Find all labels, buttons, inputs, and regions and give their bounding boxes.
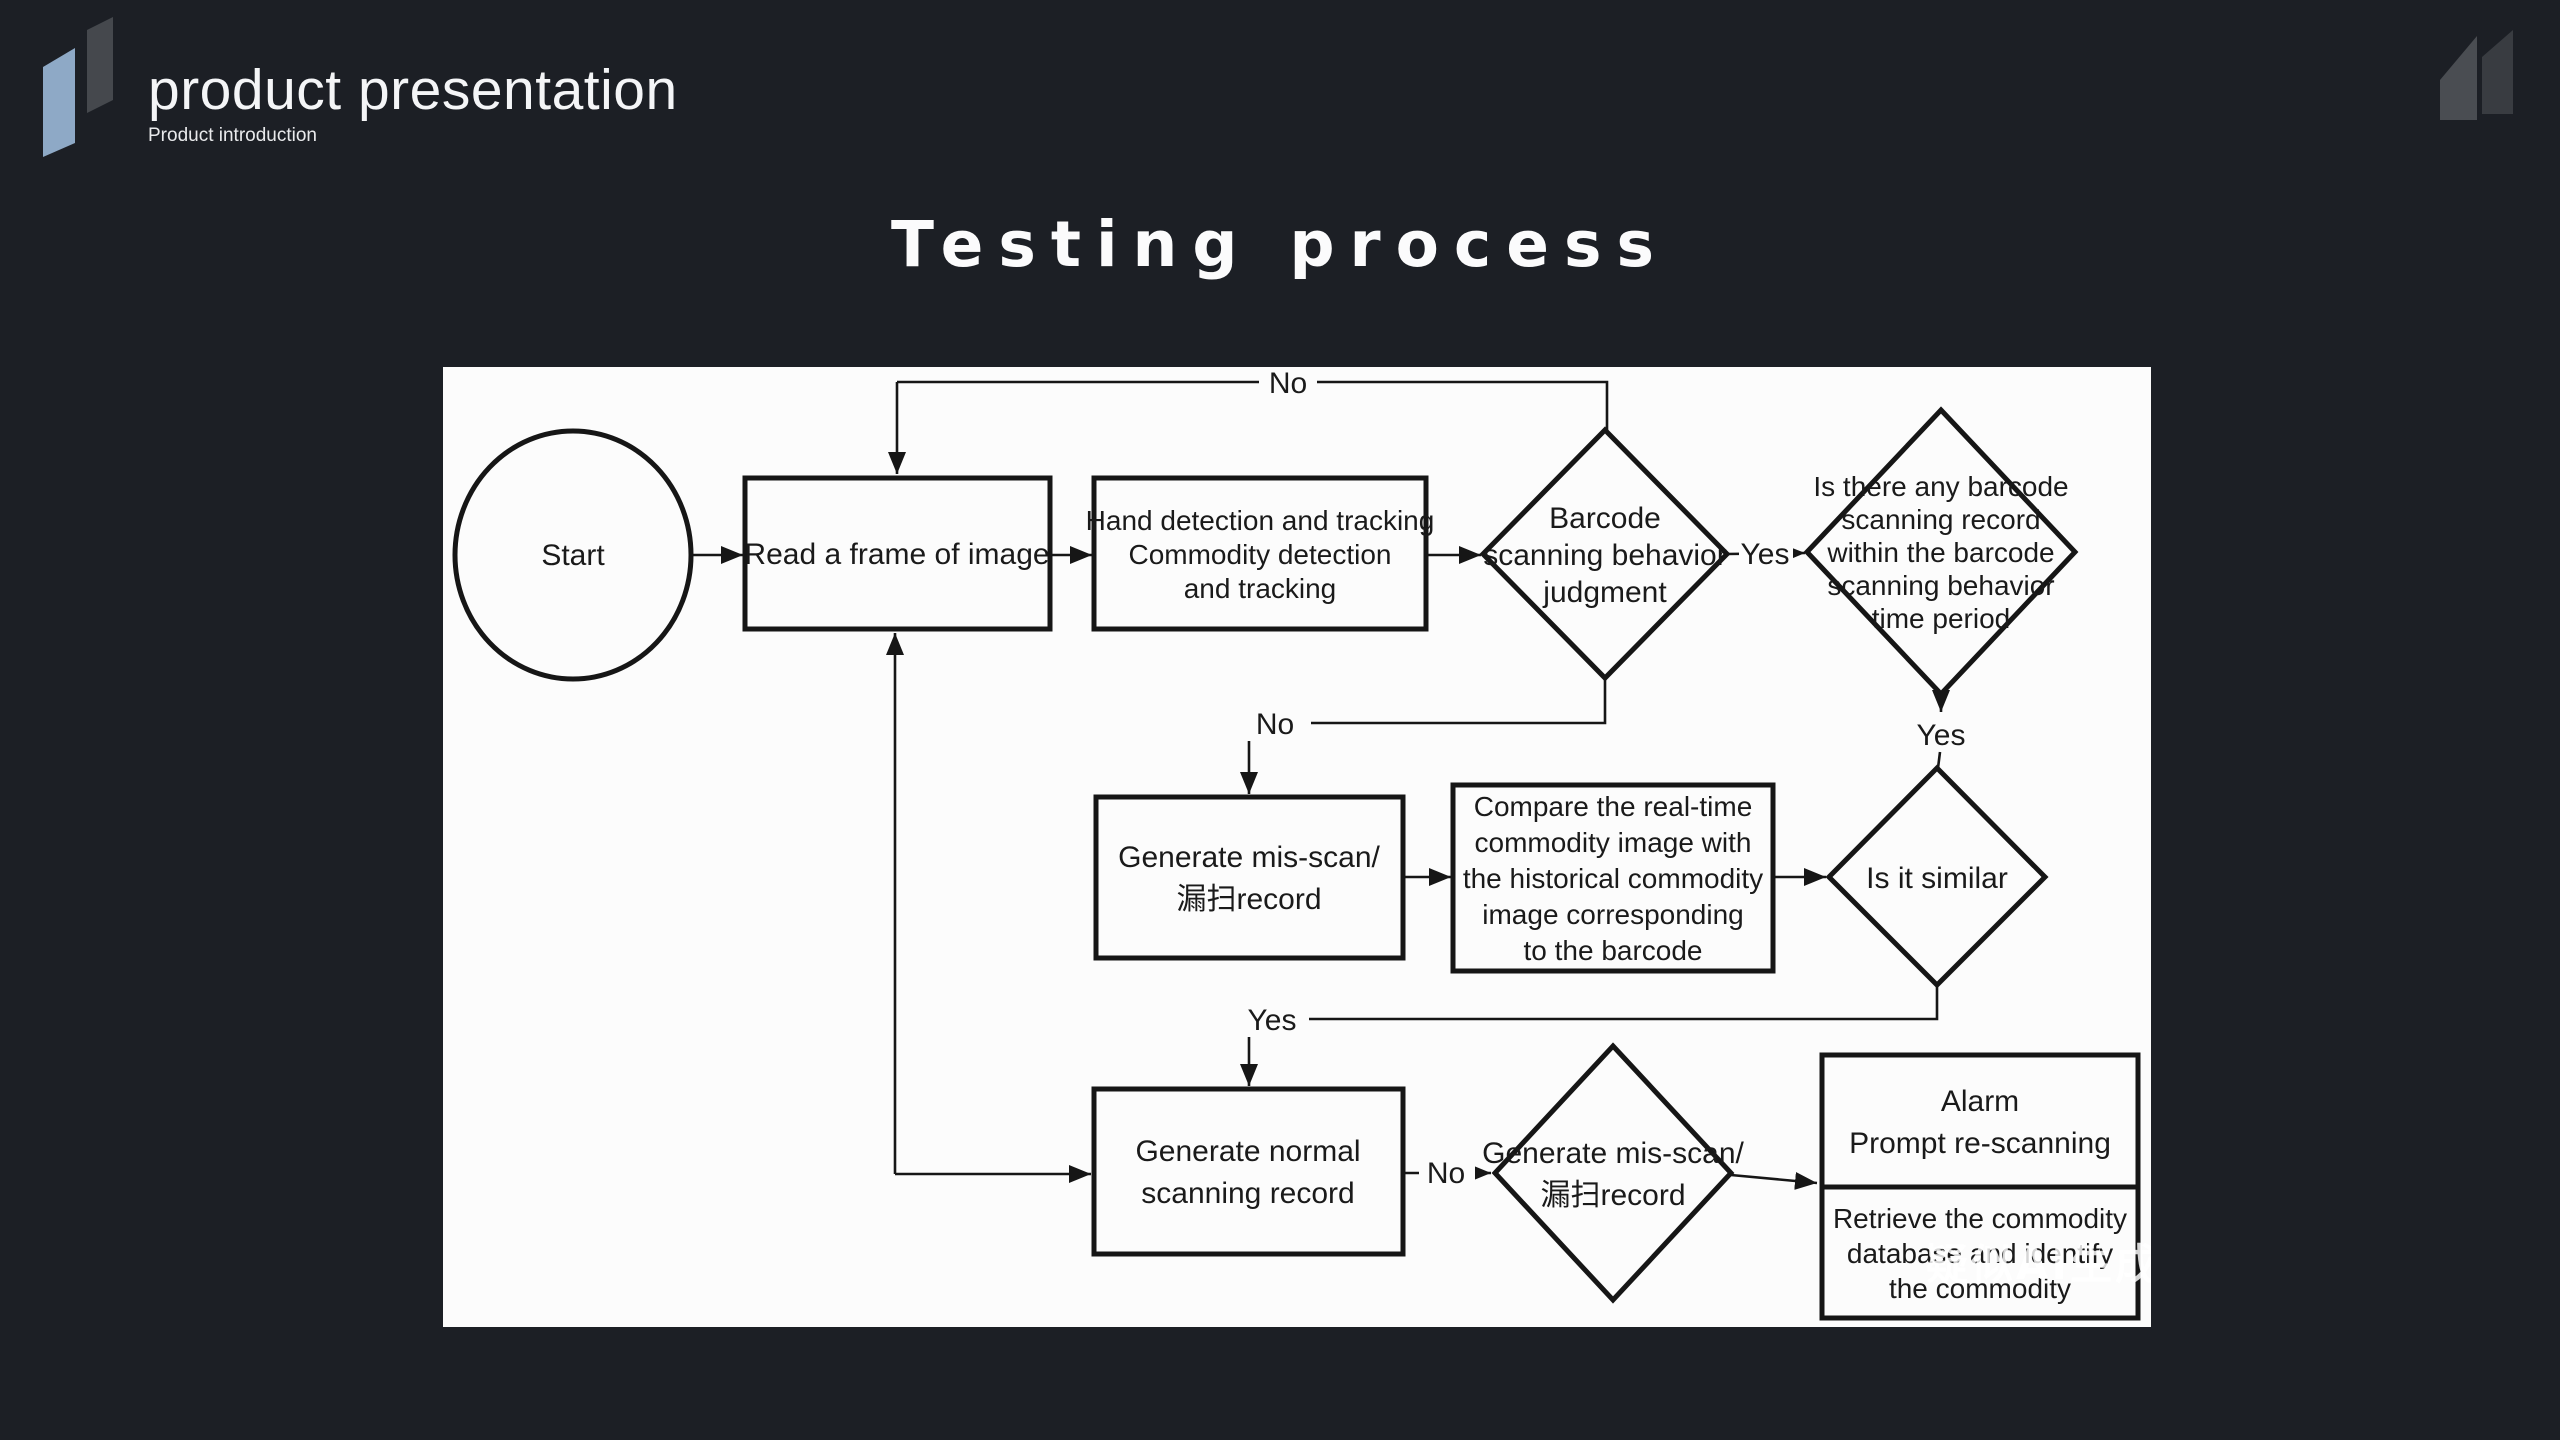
node-compare-label: Compare the real-time [1474,791,1753,822]
node-record-check-label: within the barcode [1826,537,2054,568]
node-compare-label: the historical commodity [1463,863,1763,894]
label-mask [1259,367,1317,399]
node-detection-label: Commodity detection [1128,539,1391,570]
node-alarm-label: Prompt re-scanning [1849,1127,2111,1160]
node-retrieve-label: database and identify [1847,1238,2113,1269]
node-retrieve-label: Retrieve the commodity [1833,1203,2127,1234]
node-compare-shape [1450,782,1776,974]
node-gen-misscan-box-label: Generate mis-scan/ [1118,841,1380,874]
slide-header: product presentation Product introductio… [0,0,2560,180]
node-record-check-label: Is there any barcode [1813,471,2068,502]
node-read-frame-shape [742,475,1053,632]
header-subtitle: Product introduction [148,125,317,146]
node-detection-label: Hand detection and tracking [1086,505,1435,536]
node-gen-normal-shape [1091,1086,1406,1257]
node-retrieve-label: the commodity [1889,1273,2071,1304]
node-record-check-label: time period [1872,603,2011,634]
node-gen-misscan-diamond-label: Generate mis-scan/ [1482,1137,1744,1170]
node-barcode-judgment-label: Barcode [1549,502,1661,535]
label-mask [1239,706,1311,741]
node-gen-normal-label: scanning record [1141,1177,1354,1210]
node-retrieve-shape [1819,1184,2141,1321]
node-compare-label: to the barcode [1523,935,1702,966]
edge-label-loop-no: No [1269,367,1307,400]
node-start-label: Start [541,539,605,572]
node-barcode-judgment-label: scanning behavior [1483,539,1727,572]
node-barcode-judgment-shape [1479,426,1731,682]
label-mask [1739,535,1793,572]
node-gen-misscan-box-shape [1093,794,1406,961]
node-start-shape [452,428,694,682]
node-read-frame-label: Read a frame of image [744,538,1049,571]
label-mask [1235,1002,1309,1037]
node-record-check-label: scanning record [1841,504,2040,535]
node-alarm-shape [1819,1052,2141,1190]
node-gen-misscan-box-label: 漏扫record [1176,883,1321,916]
deck-logo-icon [2440,30,2513,120]
edge-label-similar-yes: Yes [1248,1004,1297,1037]
node-similar-shape [1825,764,2049,989]
header-title: product presentation [148,58,678,122]
edge-label-barcode-yes: Yes [1741,538,1790,571]
node-gen-misscan-diamond-shape [1491,1042,1735,1304]
slide-title: Testing process [891,208,1669,281]
node-gen-normal-label: Generate normal [1135,1135,1360,1168]
node-similar-label: Is it similar [1866,862,2008,895]
node-compare-label: image corresponding [1482,899,1744,930]
node-record-check-shape [1803,406,2079,698]
node-detection-label: and tracking [1184,573,1337,604]
edge-label-barcode-no: No [1256,708,1294,741]
company-logo-icon [43,17,113,157]
node-compare-label: commodity image with [1475,827,1752,858]
node-barcode-judgment-label: judgment [1542,576,1667,609]
node-gen-misscan-diamond-label: 漏扫record [1540,1179,1685,1212]
flowchart-canvas: No Yes No Yes Yes No Start Read a frame … [452,367,2151,1321]
node-alarm-label: Alarm [1941,1085,2019,1118]
edge-label-normal-no: No [1427,1157,1465,1190]
flowchart-panel: No Yes No Yes Yes No Start Read a frame … [443,367,2151,1327]
ai-watermark: 疑似AI生成 [1926,1240,2151,1289]
node-detection-shape [1091,475,1429,632]
edge-label-record-yes: Yes [1917,719,1966,752]
node-record-check-label: scanning behavior [1827,570,2054,601]
label-mask [1419,1156,1475,1191]
